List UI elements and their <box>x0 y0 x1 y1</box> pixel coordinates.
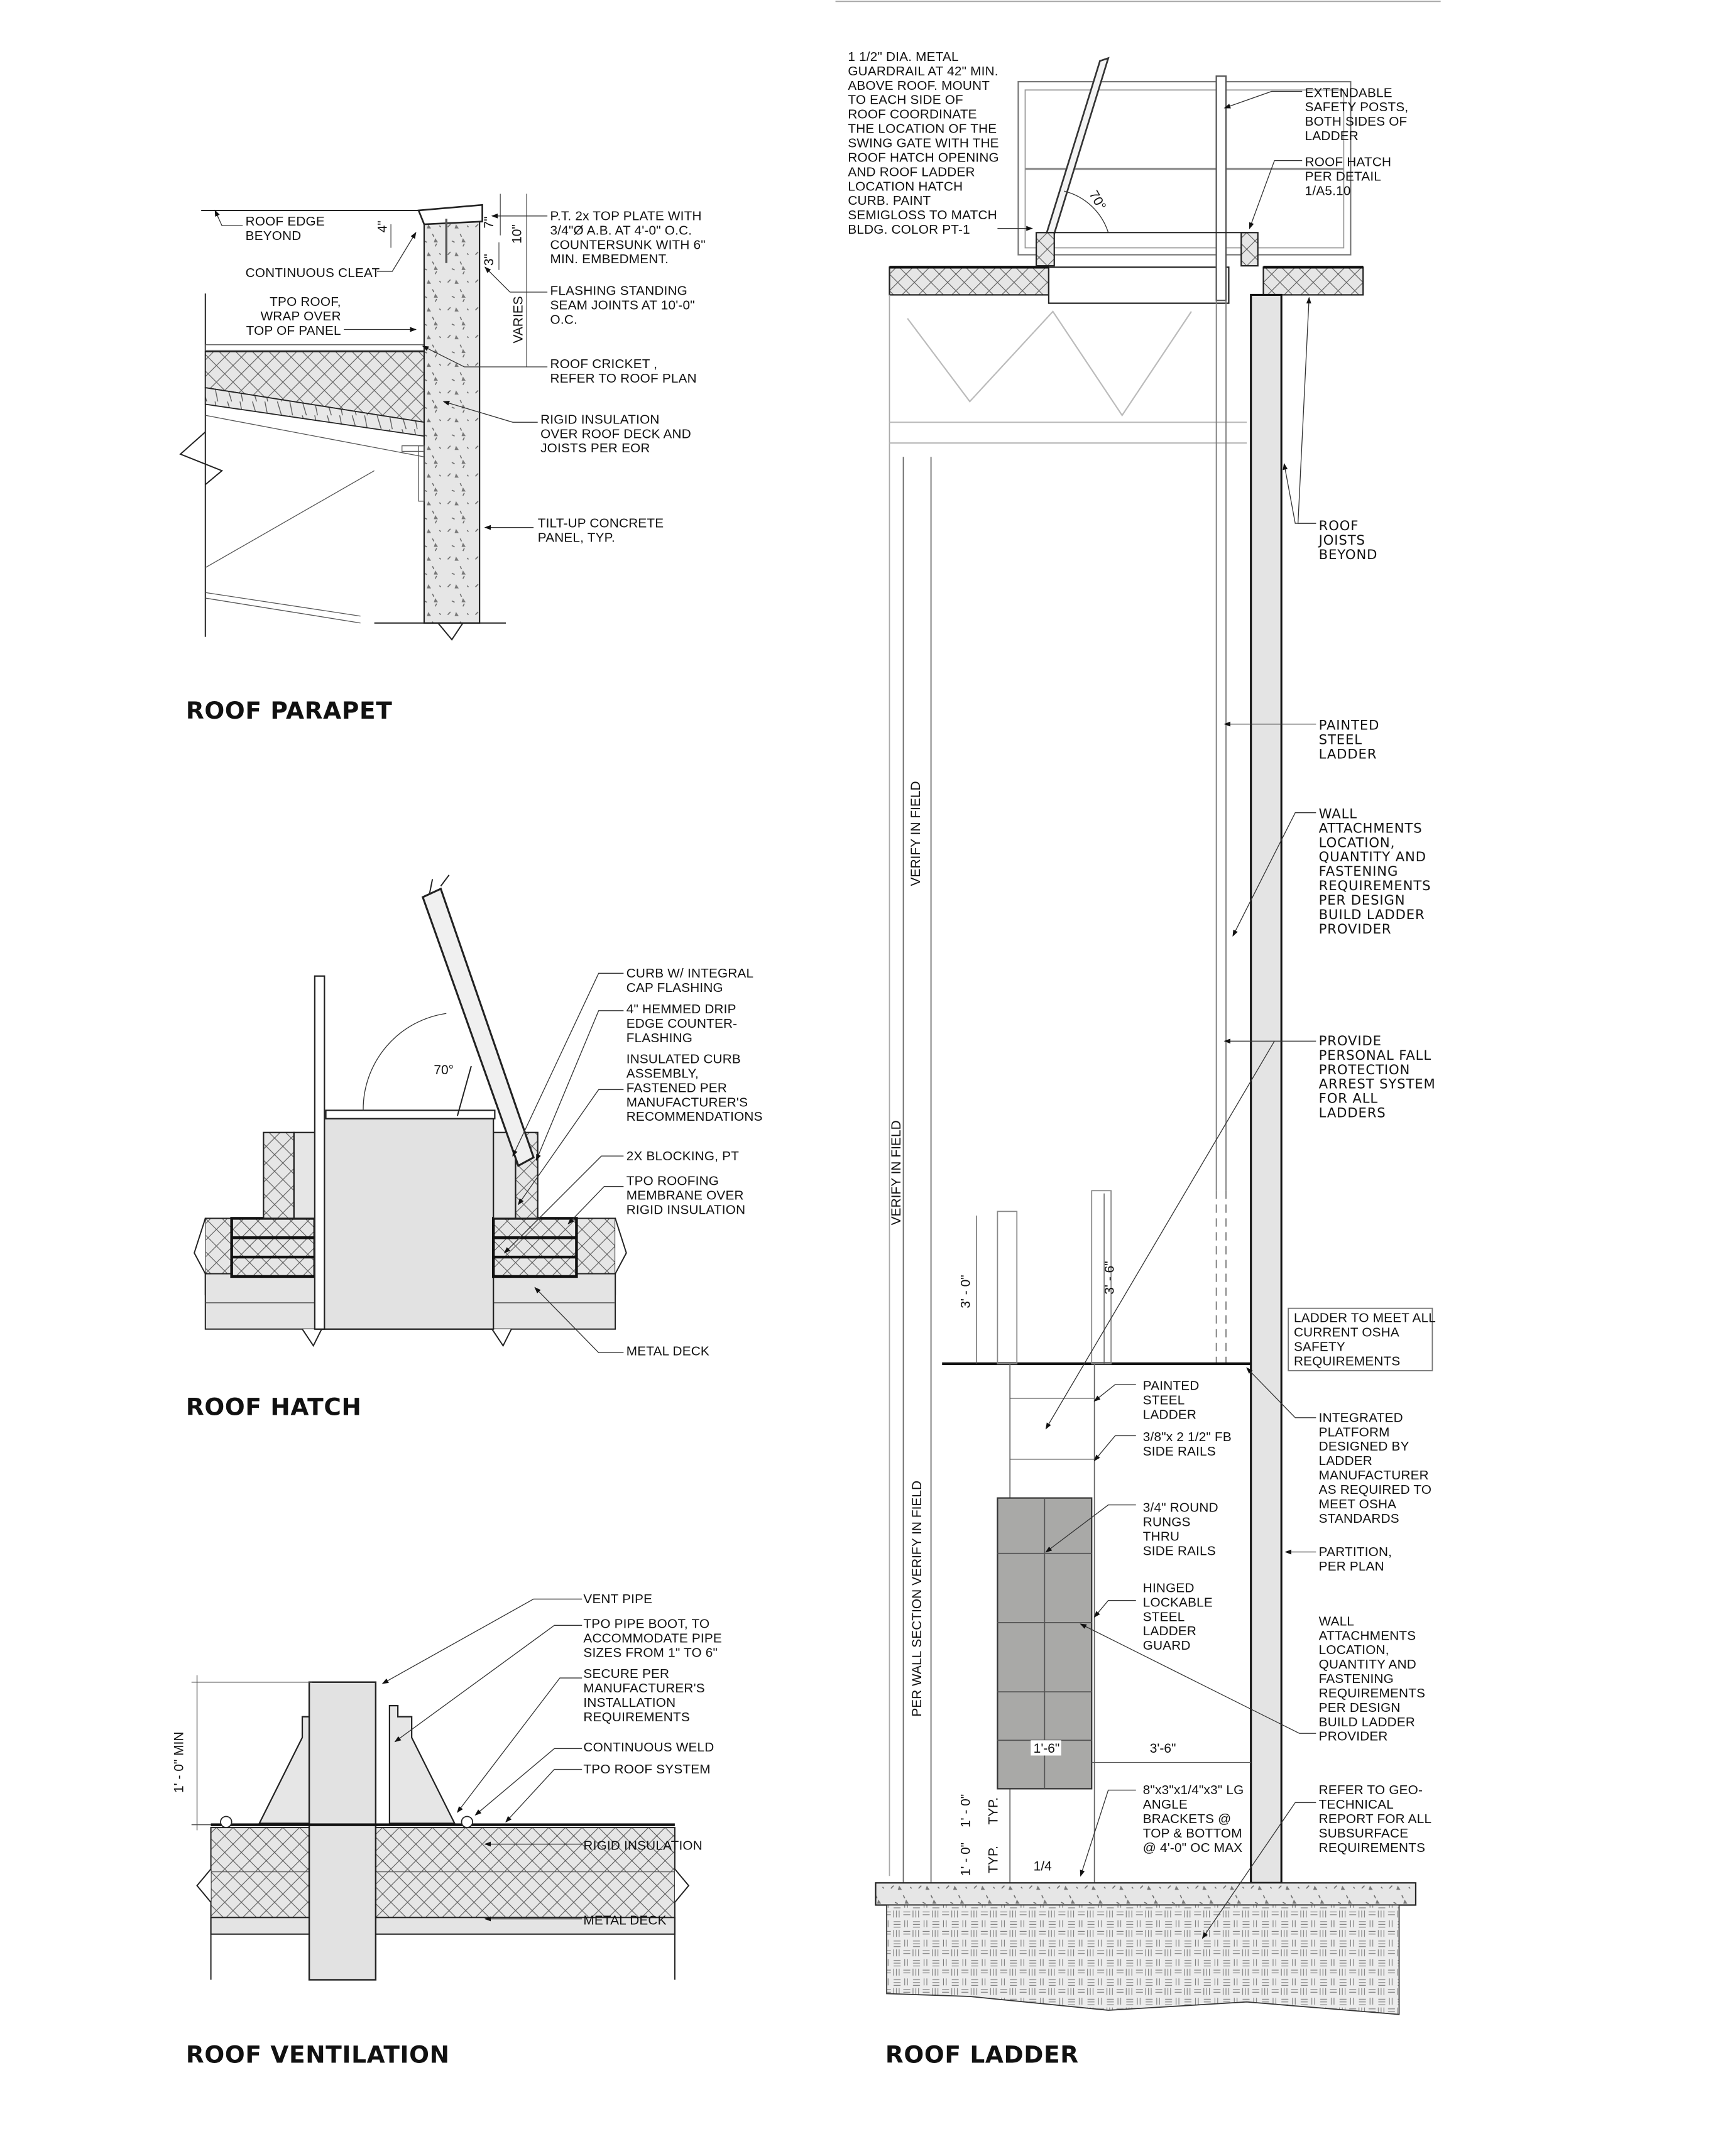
parapet-dim-3in: 3" <box>482 254 496 266</box>
dim-typ-lower: 1' - 0" <box>958 1843 973 1876</box>
note-metal-deck-hatch: METAL DECK <box>626 1344 709 1359</box>
parapet-dim-4in: 4" <box>375 220 390 232</box>
dim-typ-label-2: TYP. <box>986 1846 1000 1873</box>
dim-guard-height: 3' - 0" <box>958 1275 973 1308</box>
note-roof-cricket: ROOF CRICKET ,REFER TO ROOF PLAN <box>550 357 697 386</box>
dim-typ-label-1: TYP. <box>986 1797 1000 1825</box>
title-roof-ventilation: ROOF VENTILATION <box>186 2041 450 2069</box>
note-tpo-system: TPO ROOF SYSTEM <box>583 1762 710 1777</box>
dim-typ-upper: 1' - 0" <box>958 1794 973 1827</box>
dim-weld: 1/4 <box>1034 1859 1052 1873</box>
dim-guard-width: 1'-6" <box>1034 1741 1060 1756</box>
parapet-dim-varies: VARIES <box>511 296 525 343</box>
verify-in-field-lower: VERIFY IN FIELD <box>889 1120 904 1225</box>
osha-note-box <box>1288 1307 1433 1371</box>
parapet-dim-10in: 10" <box>510 224 524 244</box>
ladder-hatch-angle: 70° <box>1086 188 1109 213</box>
note-weld: CONTINUOUS WELD <box>583 1740 714 1755</box>
note-vent-pipe: VENT PIPE <box>583 1592 652 1606</box>
dim-platform-height: 3' - 6" <box>1103 1261 1117 1294</box>
per-wall-section-verify: PER WALL SECTION VERIFY IN FIELD <box>910 1481 924 1717</box>
note-continuous-cleat: CONTINUOUS CLEAT <box>246 266 380 280</box>
hatch-angle-label: 70° <box>434 1063 454 1077</box>
title-roof-parapet: ROOF PARAPET <box>186 697 392 724</box>
dim-platform-depth: 3'-6" <box>1150 1741 1176 1756</box>
vent-dim-min: 1' - 0" MIN <box>172 1732 187 1793</box>
detail-roof-ladder: 70° VERIFY IN FIELD VERIFY IN FIELD PER … <box>848 50 1436 2069</box>
note-partition: PARTITION,PER PLAN <box>1319 1545 1392 1574</box>
note-blocking: 2X BLOCKING, PT <box>626 1149 739 1163</box>
title-roof-ladder: ROOF LADDER <box>885 2041 1079 2069</box>
note-rigid-insulation-vent: RIGID INSULATION <box>583 1838 703 1853</box>
parapet-dim-7in: 7" <box>482 217 496 229</box>
note-metal-deck-vent: METAL DECK <box>583 1913 666 1927</box>
title-roof-hatch: ROOF HATCH <box>186 1393 362 1420</box>
verify-in-field-upper: VERIFY IN FIELD <box>909 781 923 886</box>
